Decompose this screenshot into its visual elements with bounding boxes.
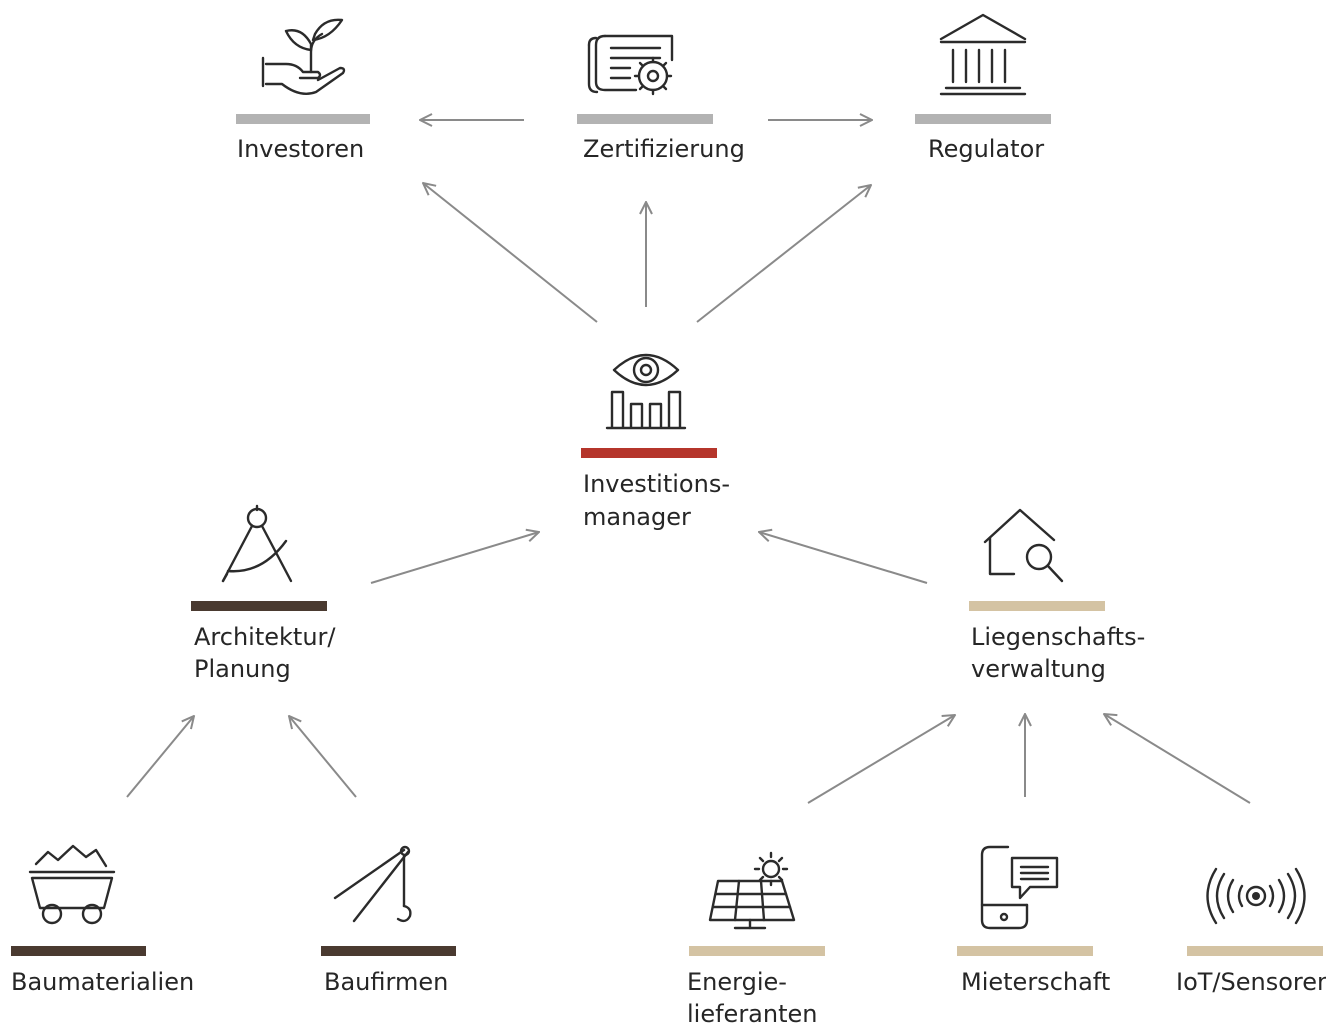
node-label-mieterschaft: Mieterschaft — [961, 968, 1110, 996]
node-label-iot: IoT/Sensoren — [1176, 968, 1326, 996]
node-label-architektur-line-1: Architektur/ — [194, 623, 336, 651]
node-label-liegenschaftsverwaltung-line-2: verwaltung — [971, 655, 1106, 683]
edge-baumaterialien-architektur — [126, 716, 194, 798]
node-investitionsmanager[interactable]: Investitions- manager — [581, 353, 738, 531]
edge-architektur-investitionsmanager — [370, 532, 539, 584]
node-bar-liegenschaftsverwaltung — [969, 601, 1105, 611]
node-label-investoren: Investoren — [237, 135, 364, 163]
node-label-architektur: Architektur/ Planung — [194, 623, 343, 683]
node-zertifizierung[interactable]: Zertifizierung — [577, 34, 745, 163]
node-label-baufirmen: Baufirmen — [324, 968, 448, 996]
edge-investitionsmanager-regulator — [696, 185, 871, 323]
mine-cart-icon — [28, 844, 116, 925]
crane-icon — [333, 845, 412, 923]
node-label-energielieferanten: Energie- lieferanten — [687, 968, 818, 1028]
node-architektur[interactable]: Architektur/ Planung — [191, 504, 343, 683]
node-bar-mieterschaft — [957, 946, 1093, 956]
node-label-energielieferanten-line-2: lieferanten — [687, 1000, 818, 1028]
house-search-icon — [983, 508, 1064, 583]
sensor-signal-icon — [1206, 867, 1306, 925]
compass-icon — [221, 504, 293, 583]
node-investoren[interactable]: Investoren — [236, 18, 370, 163]
node-label-investitionsmanager-line-2: manager — [583, 503, 691, 531]
node-label-investitionsmanager-line-1: Investitions- — [583, 470, 730, 498]
institution-icon — [939, 13, 1027, 96]
node-mieterschaft[interactable]: Mieterschaft — [957, 845, 1110, 996]
node-bar-regulator — [915, 114, 1051, 124]
node-label-liegenschaftsverwaltung-line-1: Liegenschafts- — [971, 623, 1145, 651]
node-baufirmen[interactable]: Baufirmen — [321, 845, 456, 996]
node-bar-baumaterialien — [11, 946, 146, 956]
node-iot[interactable]: IoT/Sensoren — [1176, 867, 1326, 996]
node-energielieferanten[interactable]: Energie- lieferanten — [687, 851, 825, 1028]
edge-baufirmen-architektur — [289, 716, 357, 798]
node-label-liegenschaftsverwaltung: Liegenschafts- verwaltung — [971, 623, 1153, 683]
node-label-energielieferanten-line-1: Energie- — [687, 968, 787, 996]
certificate-gear-icon — [587, 34, 674, 96]
eye-chart-icon — [605, 353, 687, 430]
node-bar-iot — [1187, 946, 1323, 956]
node-bar-zertifizierung — [577, 114, 713, 124]
node-liegenschaftsverwaltung[interactable]: Liegenschafts- verwaltung — [969, 508, 1153, 683]
phone-chat-icon — [980, 845, 1059, 930]
node-bar-energielieferanten — [689, 946, 825, 956]
edges — [126, 120, 1251, 804]
node-label-architektur-line-2: Planung — [194, 655, 291, 683]
edge-energielieferanten-liegenschaftsverwaltung — [807, 715, 955, 804]
solar-panel-icon — [708, 851, 796, 930]
node-label-investitionsmanager: Investitions- manager — [583, 470, 738, 531]
edge-investitionsmanager-investoren — [423, 183, 598, 323]
edge-iot-liegenschaftsverwaltung — [1104, 714, 1251, 804]
node-label-zertifizierung: Zertifizierung — [583, 135, 745, 163]
node-baumaterialien[interactable]: Baumaterialien — [11, 844, 194, 996]
node-bar-architektur — [191, 601, 327, 611]
hand-plant-icon — [261, 18, 346, 95]
node-regulator[interactable]: Regulator — [915, 13, 1051, 163]
node-label-baumaterialien: Baumaterialien — [11, 968, 194, 996]
edge-liegenschaftsverwaltung-investitionsmanager — [759, 532, 928, 584]
node-bar-baufirmen — [321, 946, 456, 956]
node-bar-investoren — [236, 114, 370, 124]
node-label-regulator: Regulator — [928, 135, 1044, 163]
node-bar-investitionsmanager — [581, 448, 717, 458]
